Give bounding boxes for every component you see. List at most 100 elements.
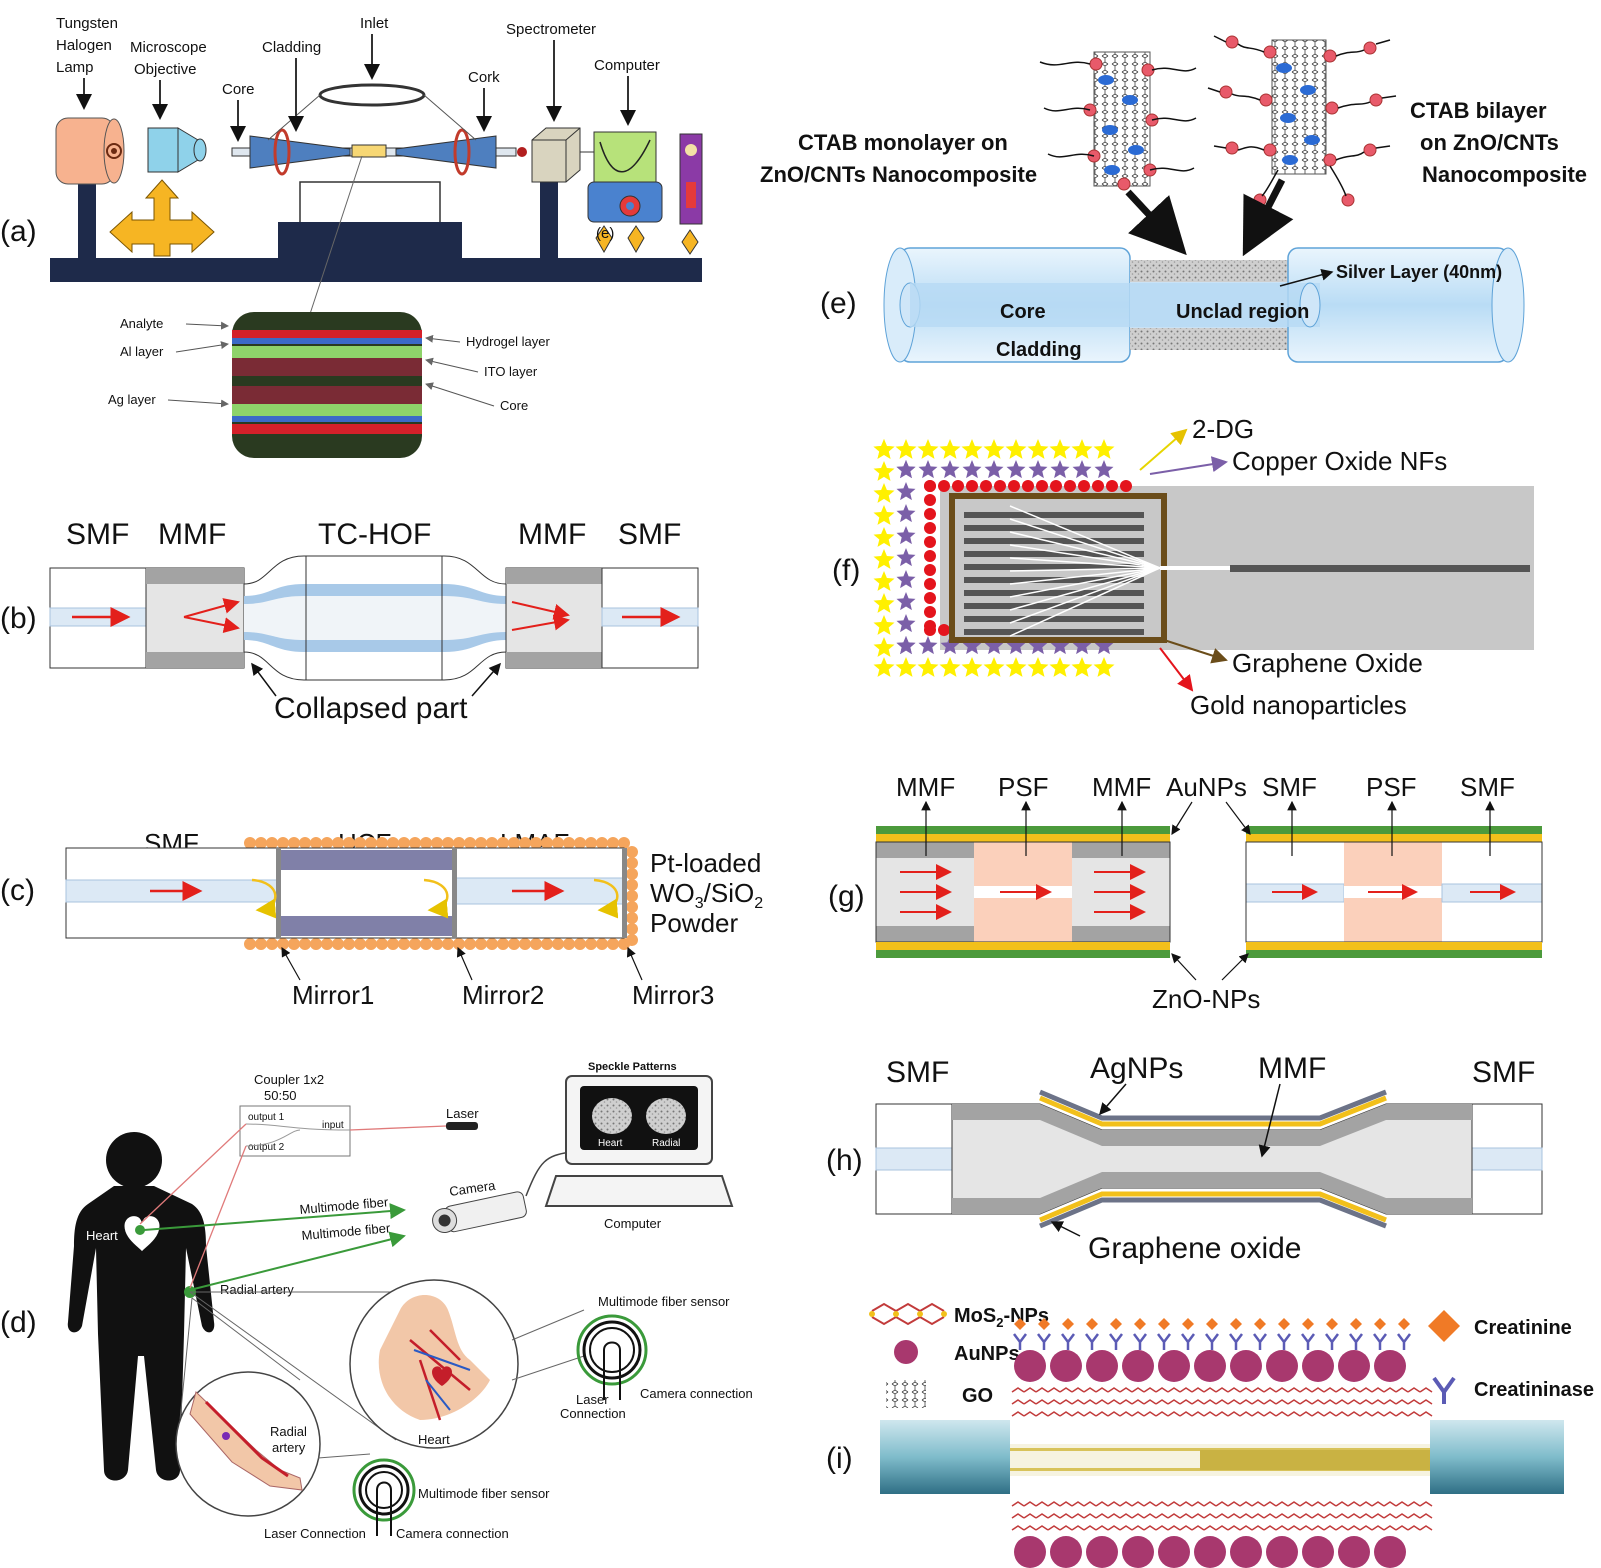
bead <box>409 938 421 950</box>
label-stray-e: (e) <box>596 225 614 242</box>
mos2-chain <box>1023 1525 1037 1531</box>
mos2-chain <box>1179 1411 1193 1417</box>
mos2-chain <box>1215 1411 1229 1417</box>
mos2-chain <box>1395 1399 1409 1405</box>
mos2-chain <box>1191 1399 1205 1405</box>
panel-b: (b) SMF MMF TC-HOF MMF SMF Collapsed par… <box>0 518 699 725</box>
gold-np <box>1064 480 1076 492</box>
au-np <box>1194 1536 1226 1568</box>
mos2-chain <box>1239 1387 1253 1393</box>
label-mmf-b-left: MMF <box>158 518 226 551</box>
mos2-chain <box>1035 1399 1049 1405</box>
gold-np <box>1078 480 1090 492</box>
label-input: input <box>322 1120 344 1131</box>
label-mos-suffix: -NPs <box>1003 1305 1049 1327</box>
creatininase <box>1397 1333 1411 1350</box>
star-particle <box>1072 636 1092 655</box>
label-core-e: Core <box>1000 301 1046 323</box>
bead <box>365 837 377 849</box>
au-np <box>1158 1536 1190 1568</box>
bead <box>530 837 542 849</box>
label-smf-g-2: SMF <box>1460 772 1515 802</box>
mos2-chain <box>1275 1411 1289 1417</box>
star-particle <box>918 460 938 479</box>
star-particle <box>896 548 916 567</box>
mos2-chain <box>1407 1411 1421 1417</box>
label-creatininase: Creatininase <box>1474 1379 1594 1401</box>
label-radial-screen: Radial <box>652 1138 680 1149</box>
gold-np <box>924 578 936 590</box>
mos2-chain <box>1143 1501 1157 1507</box>
gold-np <box>924 536 936 548</box>
mos2-chain <box>1227 1513 1241 1519</box>
star-particle <box>896 460 916 479</box>
creatinine <box>1398 1318 1410 1330</box>
label-mos-sub: 2 <box>996 1315 1003 1330</box>
mos2-chain <box>1167 1411 1181 1417</box>
star-particle <box>896 636 916 655</box>
creatinine <box>1326 1318 1338 1330</box>
label-camera-conn-bottom: Camera connection <box>396 1526 509 1541</box>
mos2-chain <box>1251 1513 1265 1519</box>
star-particle <box>1005 657 1027 677</box>
mos2-chain <box>1335 1411 1349 1417</box>
bead <box>310 837 322 849</box>
star-particle <box>961 439 983 459</box>
star-particle <box>895 439 917 459</box>
mos2-chain <box>1011 1513 1025 1519</box>
mos2-chain <box>1335 1525 1349 1531</box>
bead <box>475 837 487 849</box>
star-particle <box>1094 636 1114 655</box>
mos2-chain <box>1071 1513 1085 1519</box>
bead <box>387 837 399 849</box>
star-particle <box>896 592 916 611</box>
mos2-chain <box>1359 1525 1373 1531</box>
mos2-chain <box>1263 1411 1277 1417</box>
bead <box>563 837 575 849</box>
bead <box>255 837 267 849</box>
label-collapsed-part: Collapsed part <box>274 692 468 725</box>
mos2-chain <box>1347 1399 1361 1405</box>
mos2-chain <box>1347 1501 1361 1507</box>
ray <box>1009 567 1161 624</box>
mos2-chain <box>1179 1399 1193 1405</box>
mos2-chain <box>1227 1525 1241 1531</box>
bead <box>266 938 278 950</box>
star-particle <box>939 657 961 677</box>
legend-creatininase-icon <box>1432 1376 1456 1404</box>
mos2-chain <box>1239 1501 1253 1507</box>
bead <box>277 938 289 950</box>
bead <box>266 837 278 849</box>
bead <box>431 837 443 849</box>
au-np <box>1194 1350 1226 1382</box>
bead <box>626 868 638 880</box>
mos2-chain <box>1035 1513 1049 1519</box>
label-output-1: output 1 <box>248 1112 285 1123</box>
bead <box>387 938 399 950</box>
mos2-chain <box>1203 1411 1217 1417</box>
star-particle <box>1093 439 1115 459</box>
label-mmf-b-right: MMF <box>518 518 586 551</box>
label-camera: Camera <box>448 1178 497 1199</box>
gold-np <box>1120 480 1132 492</box>
legend-creatinine-icon <box>1428 1310 1460 1342</box>
star-particle <box>917 439 939 459</box>
au-np <box>1230 1350 1262 1382</box>
mos2-chain <box>1167 1387 1181 1393</box>
star-particle <box>1049 439 1071 459</box>
gold-np <box>938 624 950 636</box>
mos2-chain <box>1407 1501 1421 1507</box>
label-smf-b-left: SMF <box>66 518 129 551</box>
label-radial-inset-1: Radial <box>270 1424 307 1439</box>
star-particle <box>940 460 960 479</box>
label-sio-sub: 2 <box>754 895 763 912</box>
mos2-chain <box>1395 1387 1409 1393</box>
bead <box>596 837 608 849</box>
bead <box>552 938 564 950</box>
ray <box>1009 518 1161 569</box>
star-particle <box>1049 657 1071 677</box>
creatininase <box>1229 1333 1243 1350</box>
computer-monitor-icon <box>544 1075 734 1207</box>
gold-np <box>924 606 936 618</box>
mos2-chain <box>1419 1399 1433 1405</box>
